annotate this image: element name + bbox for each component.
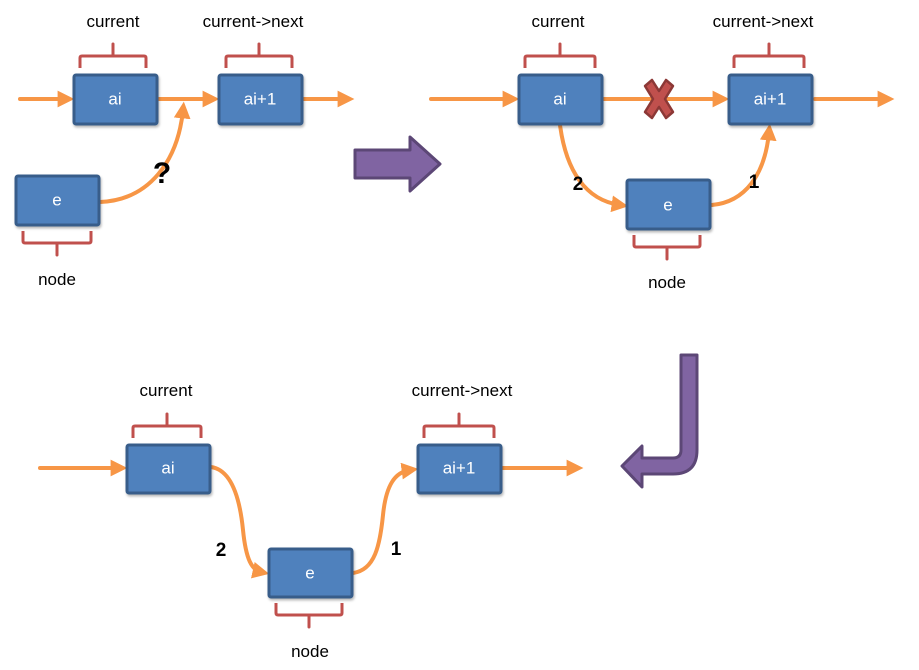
brace-current — [131, 412, 203, 438]
node-ai: ai — [125, 443, 212, 495]
node-e: e — [14, 174, 101, 227]
node-ai-plus-1: ai+1 — [416, 443, 503, 495]
node-label: ai+1 — [754, 90, 787, 109]
pointer-label-current: current — [87, 12, 140, 31]
node-ai-plus-1: ai+1 — [217, 73, 304, 126]
node-label: e — [52, 191, 61, 210]
pointer-label-current: current — [140, 381, 193, 400]
pointer-label-current-next: current->next — [412, 381, 513, 400]
brace-current — [523, 42, 597, 68]
brace-node — [21, 231, 93, 257]
delete-link-x-icon — [643, 78, 675, 120]
node-label: ai+1 — [443, 459, 476, 478]
node-label: ai — [108, 90, 121, 109]
brace-node — [274, 603, 344, 629]
node-ai: ai — [517, 73, 604, 126]
link-e-to-ai1-step-1 — [351, 462, 419, 575]
transition-arrow-down-left-icon — [620, 353, 699, 489]
brace-current — [78, 42, 148, 68]
brace-node — [632, 235, 702, 261]
step-1-label: 1 — [749, 172, 760, 193]
transition-arrow-right-icon — [353, 135, 442, 193]
pointer-label-node: node — [38, 270, 76, 289]
node-e: e — [267, 547, 354, 599]
link-ai-to-e-step-2 — [558, 123, 629, 213]
question-mark: ? — [153, 157, 171, 190]
pointer-label-current: current — [532, 12, 585, 31]
link-ai-to-e-step-2 — [209, 465, 270, 579]
step-2-label: 2 — [216, 540, 227, 561]
step-1-label: 1 — [391, 539, 402, 560]
brace-current-next — [732, 42, 806, 68]
pointer-label-current-next: current->next — [203, 12, 304, 31]
node-label: ai — [161, 459, 174, 478]
pointer-label-node: node — [648, 273, 686, 292]
node-label: ai+1 — [244, 90, 277, 109]
node-ai: ai — [72, 73, 159, 126]
node-e: e — [625, 178, 712, 231]
panel-after: ai ai+1 e current current->next node 2 1 — [38, 381, 584, 661]
brace-current-next — [422, 412, 496, 438]
node-label: e — [663, 196, 672, 215]
pointer-label-current-next: current->next — [713, 12, 814, 31]
pointer-label-node: node — [291, 642, 329, 661]
node-ai-plus-1: ai+1 — [727, 73, 814, 126]
panel-steps: ai ai+1 e current current->next node 2 1 — [429, 12, 895, 292]
link-e-to-question — [98, 101, 191, 204]
panel-before: ai ai+1 e current current->next node ? — [14, 12, 355, 289]
node-label: ai — [553, 90, 566, 109]
brace-current-next — [224, 42, 294, 68]
step-2-label: 2 — [573, 174, 584, 195]
node-label: e — [305, 564, 314, 583]
link-e-to-ai1-step-1 — [710, 123, 777, 207]
